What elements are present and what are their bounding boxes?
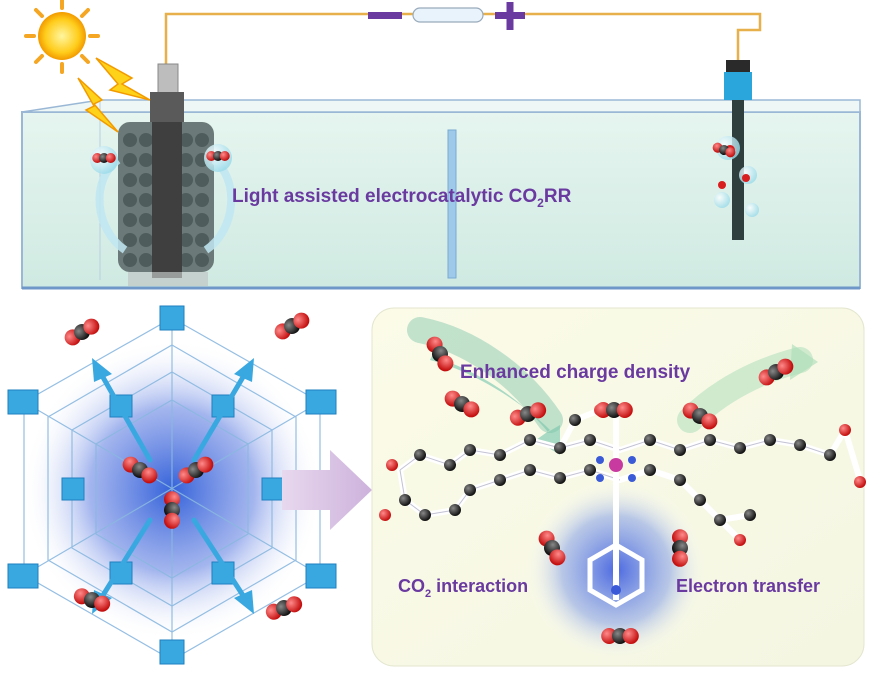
battery <box>412 7 484 23</box>
co2-molecule <box>92 153 116 163</box>
co2-interaction-label: CO2 interaction <box>398 576 528 600</box>
co2-molecule-icon <box>64 142 794 644</box>
transition-arrow <box>282 450 372 530</box>
co2-molecule <box>164 491 180 529</box>
co2-molecule <box>122 456 158 484</box>
co2-molecule <box>538 530 566 566</box>
co2-molecule <box>444 390 480 418</box>
plus-icon <box>495 2 525 30</box>
photoelectrode <box>118 63 214 286</box>
arrow-icon <box>97 369 249 603</box>
co2-molecule <box>601 628 639 644</box>
co2-molecule <box>64 318 100 346</box>
atoms <box>379 404 866 595</box>
co2-molecule <box>595 402 633 418</box>
lightning-icon <box>77 57 151 133</box>
counter-electrode <box>714 60 759 240</box>
co2-molecule <box>426 336 454 372</box>
co2-molecule <box>758 358 794 386</box>
co2-molecule <box>682 402 718 430</box>
co2-molecule <box>672 529 688 567</box>
cell-panel: Light assisted electrocatalytic CO2RR <box>21 0 861 290</box>
minus-icon <box>368 12 402 19</box>
co2-molecule <box>712 142 736 158</box>
electron-transfer-label: Electron transfer <box>676 576 820 596</box>
co2-molecule <box>73 588 111 612</box>
membrane <box>447 129 457 279</box>
co2-molecule <box>509 402 547 426</box>
sun-icon <box>24 0 100 74</box>
co2-molecule <box>265 596 303 620</box>
circuit-wire <box>164 12 762 70</box>
cage <box>587 542 645 608</box>
co2-molecule <box>274 312 310 340</box>
co2-molecule <box>206 151 230 161</box>
mechanism-panel: Enhanced charge density CO2 interaction … <box>371 307 866 667</box>
enhanced-charge-label: Enhanced charge density <box>460 362 691 383</box>
main-label: Light assisted electrocatalytic CO2RR <box>232 186 572 210</box>
co2-molecule <box>178 456 214 484</box>
